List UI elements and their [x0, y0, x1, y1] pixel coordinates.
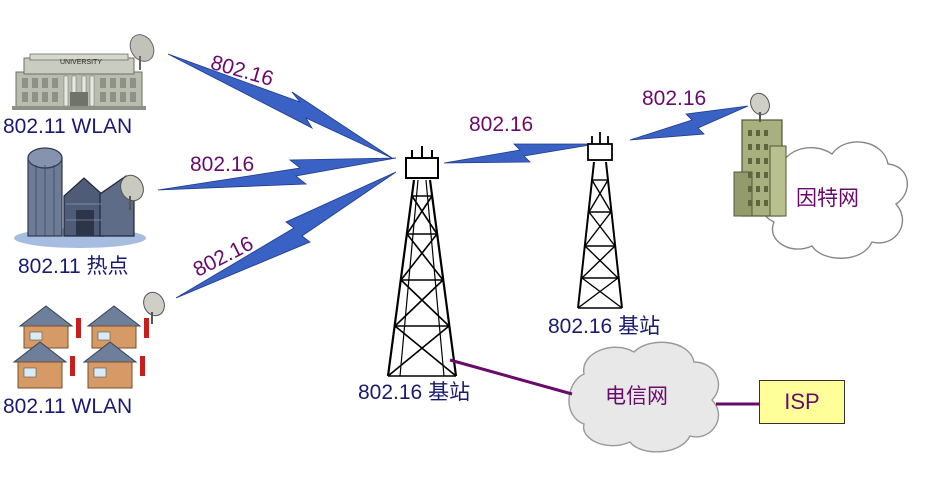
wires: [449, 358, 760, 406]
farm-buildings: [14, 147, 146, 248]
main-tower-label: 802.16 基站: [358, 381, 471, 404]
university-building: [12, 34, 155, 110]
internet-cloud: [759, 141, 909, 259]
isp-node: ISP: [759, 380, 845, 424]
telecom-cloud-label: 电信网: [605, 385, 668, 408]
second-tower: [577, 132, 623, 309]
house: [18, 305, 74, 349]
houses: [12, 291, 165, 389]
university-label: 802.11 WLAN: [3, 115, 133, 138]
farm-link-bolt: [157, 157, 397, 191]
farm-link-label: 802.16: [190, 153, 255, 176]
university-link-bolt: [167, 53, 393, 159]
house: [82, 341, 138, 389]
houses-link-bolt: [175, 171, 397, 299]
farm-label: 802.11 热点: [18, 255, 129, 278]
tower-to-internet-link-label: 802.16: [642, 87, 707, 110]
second-tower-label: 802.16 基站: [548, 315, 661, 338]
main-tower: [386, 146, 458, 377]
internet-cloud-label: 因特网: [796, 187, 859, 210]
houses-label: 802.11 WLAN: [3, 395, 133, 418]
tower-to-tower-bolt: [443, 143, 597, 164]
lightning-links: [157, 53, 749, 299]
internet-building: [733, 92, 787, 217]
isp-label: ISP: [784, 389, 820, 414]
tower-to-tower-link-label: 802.16: [469, 113, 534, 136]
university-sign: UNIVERSITY: [60, 59, 103, 66]
telecom-cloud: [568, 341, 720, 453]
house: [86, 305, 142, 349]
tower-to-internet-bolt: [629, 105, 749, 141]
tower-to-telecom-wire: [449, 358, 573, 396]
house: [12, 341, 68, 389]
